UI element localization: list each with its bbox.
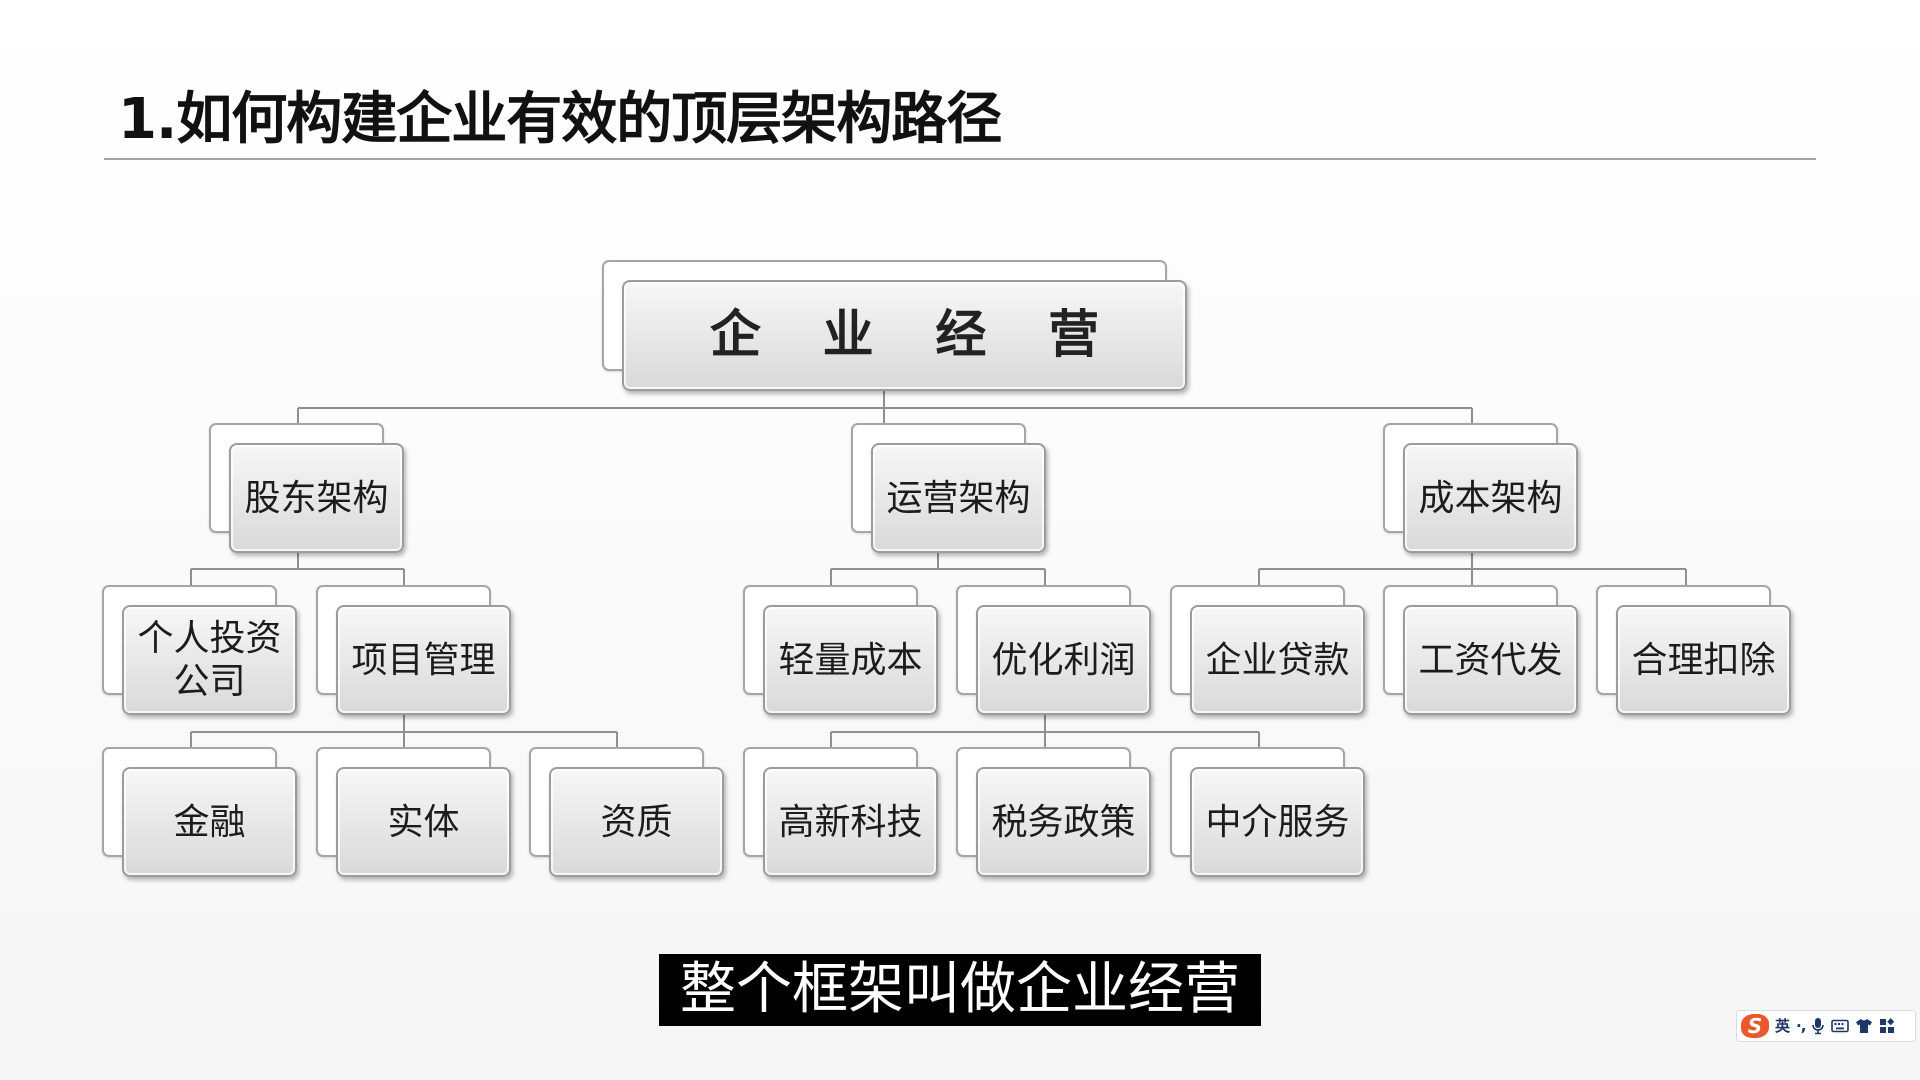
node-box: 轻量成本 bbox=[763, 605, 938, 715]
node-label: 个人投资公司 bbox=[137, 618, 282, 702]
node-box: 企业贷款 bbox=[1190, 605, 1365, 715]
node-label: 企业贷款 bbox=[1205, 639, 1350, 681]
node-box: 股东架构 bbox=[229, 443, 404, 553]
node-box: 项目管理 bbox=[336, 605, 511, 715]
node-project-management: 项目管理 bbox=[316, 585, 511, 715]
node-operation-structure: 运营架构 bbox=[851, 423, 1046, 553]
node-box: 企 业 经 营 bbox=[622, 280, 1187, 391]
node-label: 工资代发 bbox=[1418, 639, 1563, 681]
node-cost-structure: 成本架构 bbox=[1383, 423, 1578, 553]
node-box: 工资代发 bbox=[1403, 605, 1578, 715]
node-qualification: 资质 bbox=[529, 747, 724, 877]
node-box: 个人投资公司 bbox=[122, 605, 297, 715]
node-optimize-profit: 优化利润 bbox=[956, 585, 1151, 715]
node-high-tech: 高新科技 bbox=[743, 747, 938, 877]
node-reasonable-deduction: 合理扣除 bbox=[1596, 585, 1791, 715]
node-enterprise-loan: 企业贷款 bbox=[1170, 585, 1365, 715]
node-payroll-agency: 工资代发 bbox=[1383, 585, 1578, 715]
node-label: 企 业 经 营 bbox=[709, 305, 1122, 365]
node-box: 实体 bbox=[336, 767, 511, 877]
node-root: 企 业 经 营 bbox=[602, 260, 1187, 391]
node-label: 股东架构 bbox=[244, 477, 389, 519]
ime-logo[interactable]: S bbox=[1741, 1014, 1769, 1038]
node-label: 高新科技 bbox=[778, 801, 923, 843]
node-label: 中介服务 bbox=[1205, 801, 1350, 843]
node-label: 资质 bbox=[600, 801, 673, 843]
ime-mode-toggle[interactable]: 英 bbox=[1775, 1017, 1791, 1035]
node-label: 运营架构 bbox=[886, 477, 1031, 519]
node-box: 运营架构 bbox=[871, 443, 1046, 553]
ime-toolbar[interactable]: S 英 ·, bbox=[1736, 1010, 1916, 1042]
node-label: 轻量成本 bbox=[778, 639, 923, 681]
node-label: 税务政策 bbox=[991, 801, 1136, 843]
ime-punctuation-toggle[interactable]: ·, bbox=[1796, 1017, 1806, 1035]
node-finance: 金融 bbox=[102, 747, 297, 877]
node-label: 金融 bbox=[173, 801, 246, 843]
node-box: 金融 bbox=[122, 767, 297, 877]
toolbox-icon[interactable] bbox=[1879, 1018, 1895, 1034]
node-box: 成本架构 bbox=[1403, 443, 1578, 553]
node-box: 资质 bbox=[549, 767, 724, 877]
title-divider bbox=[104, 158, 1816, 160]
node-label: 成本架构 bbox=[1418, 477, 1563, 519]
slide-title: 1.如何构建企业有效的顶层架构路径 bbox=[118, 87, 1002, 152]
node-box: 优化利润 bbox=[976, 605, 1151, 715]
node-light-cost: 轻量成本 bbox=[743, 585, 938, 715]
node-shareholder-structure: 股东架构 bbox=[209, 423, 404, 553]
skin-icon[interactable] bbox=[1855, 1018, 1873, 1034]
mic-icon[interactable] bbox=[1811, 1017, 1825, 1035]
node-box: 高新科技 bbox=[763, 767, 938, 877]
keyboard-icon[interactable] bbox=[1831, 1019, 1850, 1033]
node-box: 合理扣除 bbox=[1616, 605, 1791, 715]
node-personal-investment-company: 个人投资公司 bbox=[102, 585, 297, 715]
node-label: 优化利润 bbox=[991, 639, 1136, 681]
node-agency-service: 中介服务 bbox=[1170, 747, 1365, 877]
node-tax-policy: 税务政策 bbox=[956, 747, 1151, 877]
subtitle-caption: 整个框架叫做企业经营 bbox=[659, 954, 1261, 1026]
node-label: 实体 bbox=[387, 801, 460, 843]
node-box: 税务政策 bbox=[976, 767, 1151, 877]
node-box: 中介服务 bbox=[1190, 767, 1365, 877]
node-label: 项目管理 bbox=[351, 639, 496, 681]
node-entity: 实体 bbox=[316, 747, 511, 877]
node-label: 合理扣除 bbox=[1631, 639, 1776, 681]
